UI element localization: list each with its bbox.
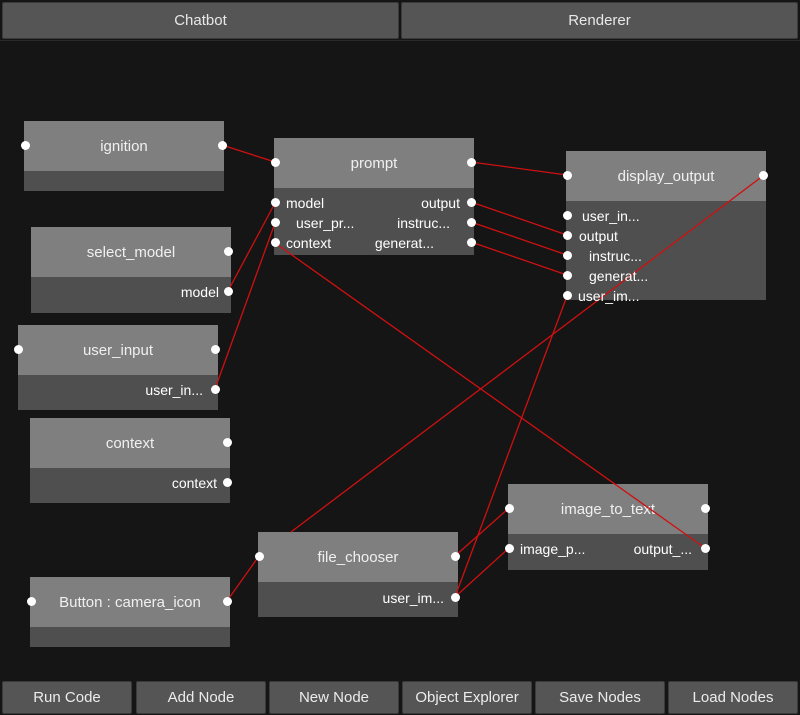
port-label: instruc... — [397, 215, 450, 231]
wire — [221, 144, 276, 163]
port-label: output — [421, 195, 460, 211]
node-title[interactable]: image_to_text — [508, 484, 708, 534]
port-user-input-in[interactable] — [14, 345, 23, 354]
port-label: user_pr... — [296, 215, 355, 231]
port-prompt-trigger-in[interactable] — [271, 158, 280, 167]
node-image-to-text[interactable]: image_to_text — [508, 484, 708, 570]
port-label: user_im... — [578, 288, 640, 304]
port-select-model-out[interactable] — [224, 287, 233, 296]
port-button-camera-out[interactable] — [223, 597, 232, 606]
wire — [470, 161, 568, 176]
node-ignition[interactable]: ignition — [24, 121, 224, 191]
port-image-to-text-trigger-in[interactable] — [505, 504, 514, 513]
port-label: model — [286, 195, 325, 211]
node-title[interactable]: context — [30, 418, 230, 468]
port-label-image-p: image_p... — [520, 541, 586, 557]
port-display-trigger-out[interactable] — [759, 171, 768, 180]
new-node-button[interactable]: New Node — [269, 681, 399, 714]
port-prompt-trigger-out[interactable] — [467, 158, 476, 167]
node-body — [258, 582, 458, 617]
node-title[interactable]: file_chooser — [258, 532, 458, 582]
port-ignition-in[interactable] — [21, 141, 30, 150]
load-nodes-button[interactable]: Load Nodes — [668, 681, 798, 714]
node-title[interactable]: Button : camera_icon — [30, 577, 230, 627]
port-user-input-out[interactable] — [211, 385, 220, 394]
node-title[interactable]: select_model — [31, 227, 231, 277]
port-label-user-input: user_in... — [145, 382, 203, 398]
port-button-camera-in[interactable] — [27, 597, 36, 606]
port-context-out[interactable] — [223, 478, 232, 487]
port-display-in-output[interactable] — [563, 231, 572, 240]
port-display-in-user-in[interactable] — [563, 211, 572, 220]
node-title[interactable]: user_input — [18, 325, 218, 375]
node-body — [30, 468, 230, 503]
tab-chatbot[interactable]: Chatbot — [2, 2, 399, 39]
node-title[interactable]: prompt — [274, 138, 474, 188]
port-user-input-trigger[interactable] — [211, 345, 220, 354]
port-label-output: output_... — [633, 541, 692, 557]
port-label-context: context — [171, 475, 217, 491]
port-display-in-user-im[interactable] — [563, 291, 572, 300]
port-label: generat... — [589, 268, 649, 284]
port-file-chooser-out[interactable] — [451, 593, 460, 602]
wire — [470, 201, 568, 236]
node-user-input[interactable]: user_input — [18, 325, 218, 410]
port-label-model: model — [180, 284, 219, 300]
port-image-to-text-trigger-out[interactable] — [701, 504, 710, 513]
wire — [227, 202, 276, 292]
port-context-trigger[interactable] — [223, 438, 232, 447]
wire — [226, 555, 260, 602]
wire — [454, 547, 510, 598]
port-prompt-out-instruc[interactable] — [467, 218, 476, 227]
object-explorer-button[interactable]: Object Explorer — [402, 681, 532, 714]
node-body — [18, 375, 218, 410]
port-label-user-im: user_im... — [382, 590, 444, 606]
wire — [470, 221, 568, 256]
node-select-model[interactable]: select_model — [31, 227, 231, 313]
port-image-to-text-in[interactable] — [505, 544, 514, 553]
port-display-trigger-in[interactable] — [563, 171, 572, 180]
port-select-model-trigger[interactable] — [224, 247, 233, 256]
tab-renderer[interactable]: Renderer — [401, 2, 798, 39]
wire — [470, 241, 568, 276]
port-file-chooser-in[interactable] — [255, 552, 264, 561]
port-prompt-in-user[interactable] — [271, 218, 280, 227]
port-prompt-in-model[interactable] — [271, 198, 280, 207]
port-prompt-out-generat[interactable] — [467, 238, 476, 247]
wire — [454, 507, 510, 557]
run-code-button[interactable]: Run Code — [2, 681, 132, 714]
node-button-camera[interactable]: Button : camera_icon — [30, 577, 230, 647]
port-label: user_in... — [582, 208, 640, 224]
tab-divider — [0, 40, 800, 41]
node-title[interactable]: ignition — [24, 121, 224, 171]
node-context[interactable]: context — [30, 418, 230, 503]
port-ignition-out[interactable] — [218, 141, 227, 150]
port-file-chooser-trigger-out[interactable] — [451, 552, 460, 561]
port-label: output — [579, 228, 618, 244]
add-node-button[interactable]: Add Node — [136, 681, 266, 714]
port-display-in-generat[interactable] — [563, 271, 572, 280]
node-body — [30, 627, 230, 647]
save-nodes-button[interactable]: Save Nodes — [535, 681, 665, 714]
port-prompt-in-context[interactable] — [271, 238, 280, 247]
port-label: generat... — [374, 235, 434, 251]
port-prompt-out-output[interactable] — [467, 198, 476, 207]
port-label: instruc... — [589, 248, 642, 264]
port-display-in-instruc[interactable] — [563, 251, 572, 260]
port-image-to-text-out[interactable] — [701, 544, 710, 553]
node-title[interactable]: display_output — [566, 151, 766, 201]
node-body — [31, 277, 231, 313]
port-label: context — [286, 235, 332, 251]
node-body — [24, 171, 224, 191]
